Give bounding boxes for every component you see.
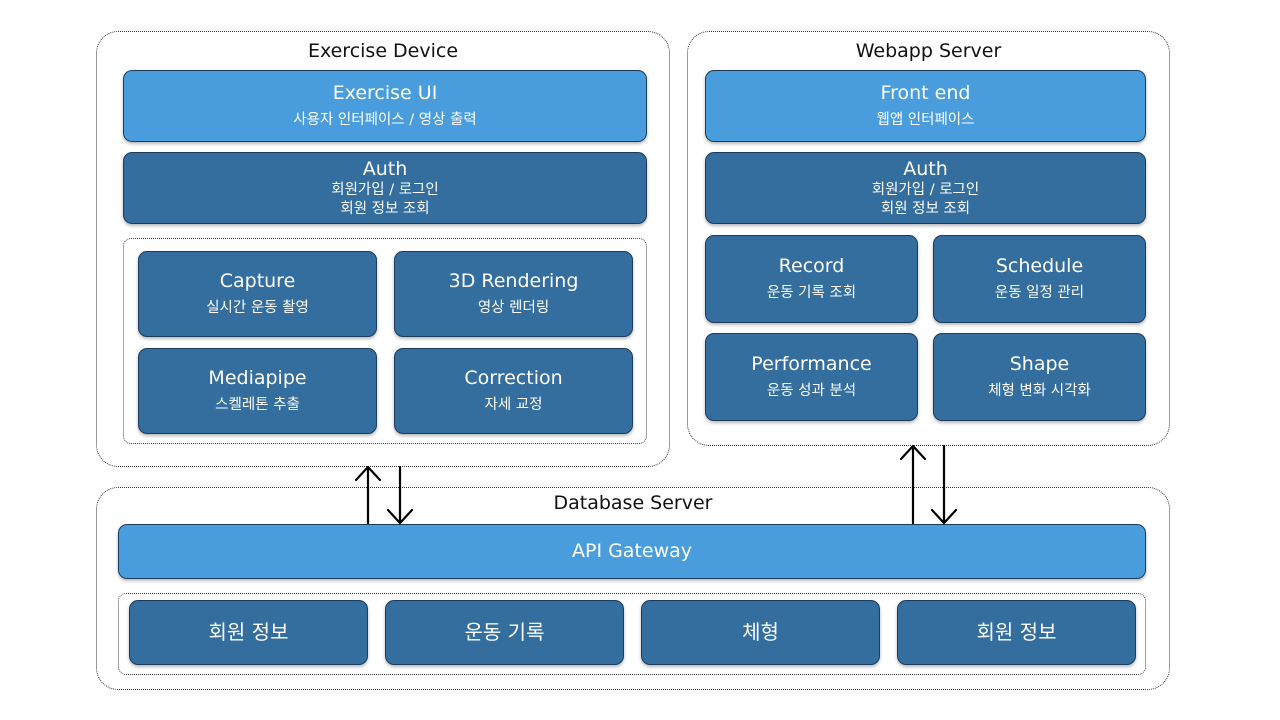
webapp-server-title: Webapp Server: [855, 40, 1002, 62]
capture-title: Capture: [219, 270, 296, 292]
db-table-exercise-record: 운동 기록: [385, 600, 624, 665]
database-tables-container: [118, 593, 1146, 675]
schedule-sub: 운동 일정 관리: [994, 285, 1085, 301]
frontend-box: Front end 웹앱 인터페이스: [705, 70, 1146, 142]
schedule-box: Schedule 운동 일정 관리: [933, 235, 1146, 323]
record-box: Record 운동 기록 조회: [705, 235, 918, 323]
exercise-auth-sub2: 회원 정보 조회: [340, 200, 430, 217]
mediapipe-title: Mediapipe: [208, 367, 307, 389]
webapp-auth-sub2: 회원 정보 조회: [880, 200, 971, 217]
exercise-ui-box: Exercise UI 사용자 인터페이스 / 영상 출력: [123, 70, 647, 142]
mediapipe-box: Mediapipe 스켈레톤 추출: [138, 348, 377, 434]
shape-title: Shape: [1009, 353, 1070, 375]
webapp-to-db-down-arrow: [930, 444, 958, 525]
rendering-sub: 영상 렌더링: [477, 300, 550, 316]
mediapipe-sub: 스켈레톤 추출: [215, 397, 300, 413]
db-table-label: 운동 기록: [464, 620, 545, 644]
exercise-modules-container: [123, 238, 647, 444]
performance-title: Performance: [751, 353, 872, 375]
webapp-to-db-up-arrow: [899, 444, 927, 525]
webapp-auth-sub1: 회원가입 / 로그인: [871, 181, 980, 198]
performance-box: Performance 운동 성과 분석: [705, 333, 918, 421]
record-title: Record: [778, 255, 845, 277]
device-to-db-up-arrow: [354, 465, 382, 525]
webapp-auth-box: Auth 회원가입 / 로그인 회원 정보 조회: [705, 152, 1146, 224]
db-table-member-info-2: 회원 정보: [897, 600, 1136, 665]
schedule-title: Schedule: [995, 255, 1084, 277]
capture-sub: 실시간 운동 촬영: [206, 300, 309, 316]
rendering-title: 3D Rendering: [448, 270, 579, 292]
exercise-auth-box: Auth 회원가입 / 로그인 회원 정보 조회: [123, 152, 647, 224]
correction-sub: 자세 교정: [484, 397, 543, 413]
db-table-label: 체형: [742, 620, 779, 644]
capture-box: Capture 실시간 운동 촬영: [138, 251, 377, 337]
device-to-db-down-arrow: [386, 465, 414, 525]
exercise-device-title: Exercise Device: [307, 40, 459, 62]
shape-box: Shape 체형 변화 시각화: [933, 333, 1146, 421]
db-table-label: 회원 정보: [208, 620, 289, 644]
exercise-auth-sub1: 회원가입 / 로그인: [331, 181, 439, 198]
performance-sub: 운동 성과 분석: [766, 383, 857, 399]
db-table-member-info: 회원 정보: [129, 600, 368, 665]
exercise-device-group: Exercise Device: [96, 31, 670, 467]
correction-title: Correction: [464, 367, 563, 389]
exercise-ui-sub: 사용자 인터페이스 / 영상 출력: [293, 112, 477, 128]
frontend-title: Front end: [880, 82, 971, 104]
db-table-body-shape: 체형: [641, 600, 880, 665]
record-sub: 운동 기록 조회: [766, 285, 857, 301]
rendering-box: 3D Rendering 영상 렌더링: [394, 251, 633, 337]
api-gateway-box: API Gateway: [118, 524, 1146, 579]
database-server-title: Database Server: [553, 492, 713, 514]
db-table-label: 회원 정보: [976, 620, 1057, 644]
webapp-server-group: Webapp Server: [687, 31, 1170, 446]
exercise-ui-title: Exercise UI: [332, 82, 438, 104]
database-server-group: Database Server: [96, 487, 1170, 690]
exercise-auth-title: Auth: [362, 157, 408, 180]
correction-box: Correction 자세 교정: [394, 348, 633, 434]
webapp-auth-title: Auth: [903, 157, 948, 180]
shape-sub: 체형 변화 시각화: [988, 383, 1091, 399]
api-gateway-label: API Gateway: [571, 540, 693, 562]
frontend-sub: 웹앱 인터페이스: [876, 112, 975, 128]
